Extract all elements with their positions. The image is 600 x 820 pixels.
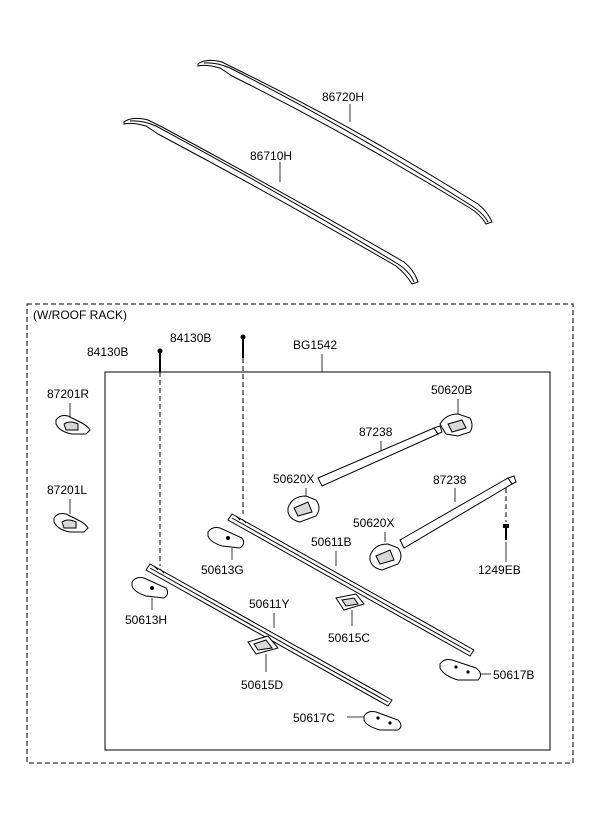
label-50617b: 50617B — [493, 668, 534, 682]
side-rail-50611y[interactable] — [145, 563, 393, 707]
screw-84130b-right[interactable] — [240, 334, 246, 359]
label-1249eb: 1249EB — [478, 563, 521, 577]
pad-50615d[interactable] — [247, 635, 279, 655]
label-87201r: 87201R — [47, 387, 89, 401]
pad-50615c[interactable] — [335, 593, 365, 611]
label-50613h: 50613H — [125, 613, 167, 627]
cross-bar-87238-lower[interactable] — [399, 475, 517, 549]
label-50615c: 50615C — [328, 631, 370, 645]
label-87201l: 87201L — [47, 483, 87, 497]
bg1542-frame — [104, 371, 551, 751]
label-87238-lower: 87238 — [433, 473, 467, 487]
bracket-50613h[interactable] — [131, 577, 169, 599]
label-50617c: 50617C — [293, 711, 335, 725]
label-84130b-right: 84130B — [170, 331, 211, 345]
side-rail-50611b[interactable] — [227, 513, 475, 657]
end-cover-50617b[interactable] — [439, 659, 482, 681]
label-50613g: 50613G — [201, 563, 244, 577]
label-84130b-left: 84130B — [87, 345, 128, 359]
cross-bar-87238-upper[interactable] — [317, 425, 443, 487]
roof-molding-86710h[interactable] — [123, 117, 419, 285]
end-cover-50617c[interactable] — [363, 711, 402, 731]
stanchion-50620b[interactable] — [439, 413, 473, 437]
label-50620x-upper: 50620X — [273, 472, 314, 486]
label-50615d: 50615D — [241, 678, 283, 692]
label-86720h: 86720H — [322, 90, 364, 104]
stanchion-50620x-upper[interactable] — [287, 495, 320, 523]
bolt-1249eb[interactable] — [503, 524, 509, 540]
roof-rack-group-frame — [26, 303, 574, 764]
label-50611y: 50611Y — [249, 597, 289, 611]
end-cap-87201r[interactable] — [55, 415, 91, 435]
end-cap-87201l[interactable] — [53, 513, 89, 533]
bracket-50613g[interactable] — [207, 527, 245, 549]
stanchion-50620x-lower[interactable] — [369, 543, 402, 571]
label-bg1542: BG1542 — [293, 338, 337, 352]
label-50620x-lower: 50620X — [353, 516, 394, 530]
label-87238-upper: 87238 — [359, 425, 393, 439]
label-50620b: 50620B — [431, 383, 472, 397]
roof-molding-86720h[interactable] — [197, 59, 493, 225]
screw-84130b-left[interactable] — [157, 348, 163, 373]
label-50611b: 50611B — [311, 535, 351, 549]
group-label: (W/ROOF RACK) — [33, 308, 127, 322]
label-86710h: 86710H — [250, 149, 292, 163]
